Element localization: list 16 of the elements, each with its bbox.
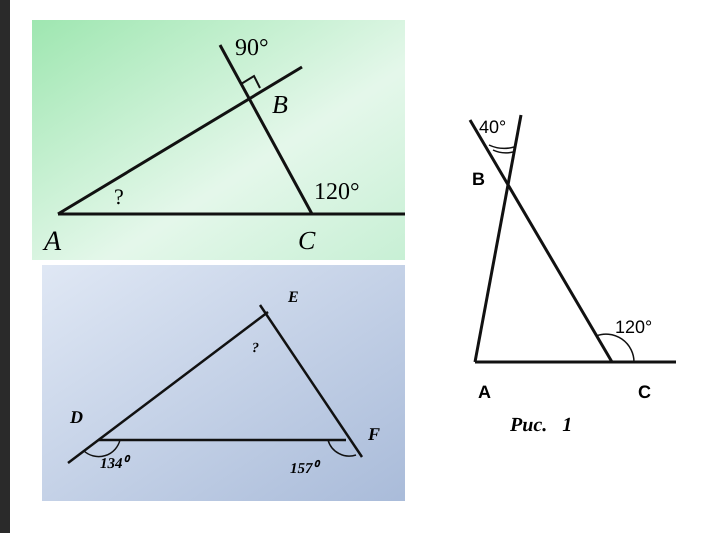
angle-label: ? [252,342,259,356]
point-label: A [44,228,62,256]
angle-label: 90° [235,36,269,60]
figure-caption: Рис. 1 [510,415,572,435]
point-label: B [472,170,485,188]
angle-label: 120° [615,318,652,336]
point-label: C [298,228,316,254]
angle-label: 40° [479,118,506,136]
point-label: B [272,92,288,118]
point-label: E [288,290,299,306]
angle-label: 120° [314,180,360,204]
angle-label: ? [114,186,124,208]
point-label: F [368,425,380,443]
point-label: C [638,383,651,401]
point-label: D [70,408,83,426]
point-label: A [478,383,491,401]
